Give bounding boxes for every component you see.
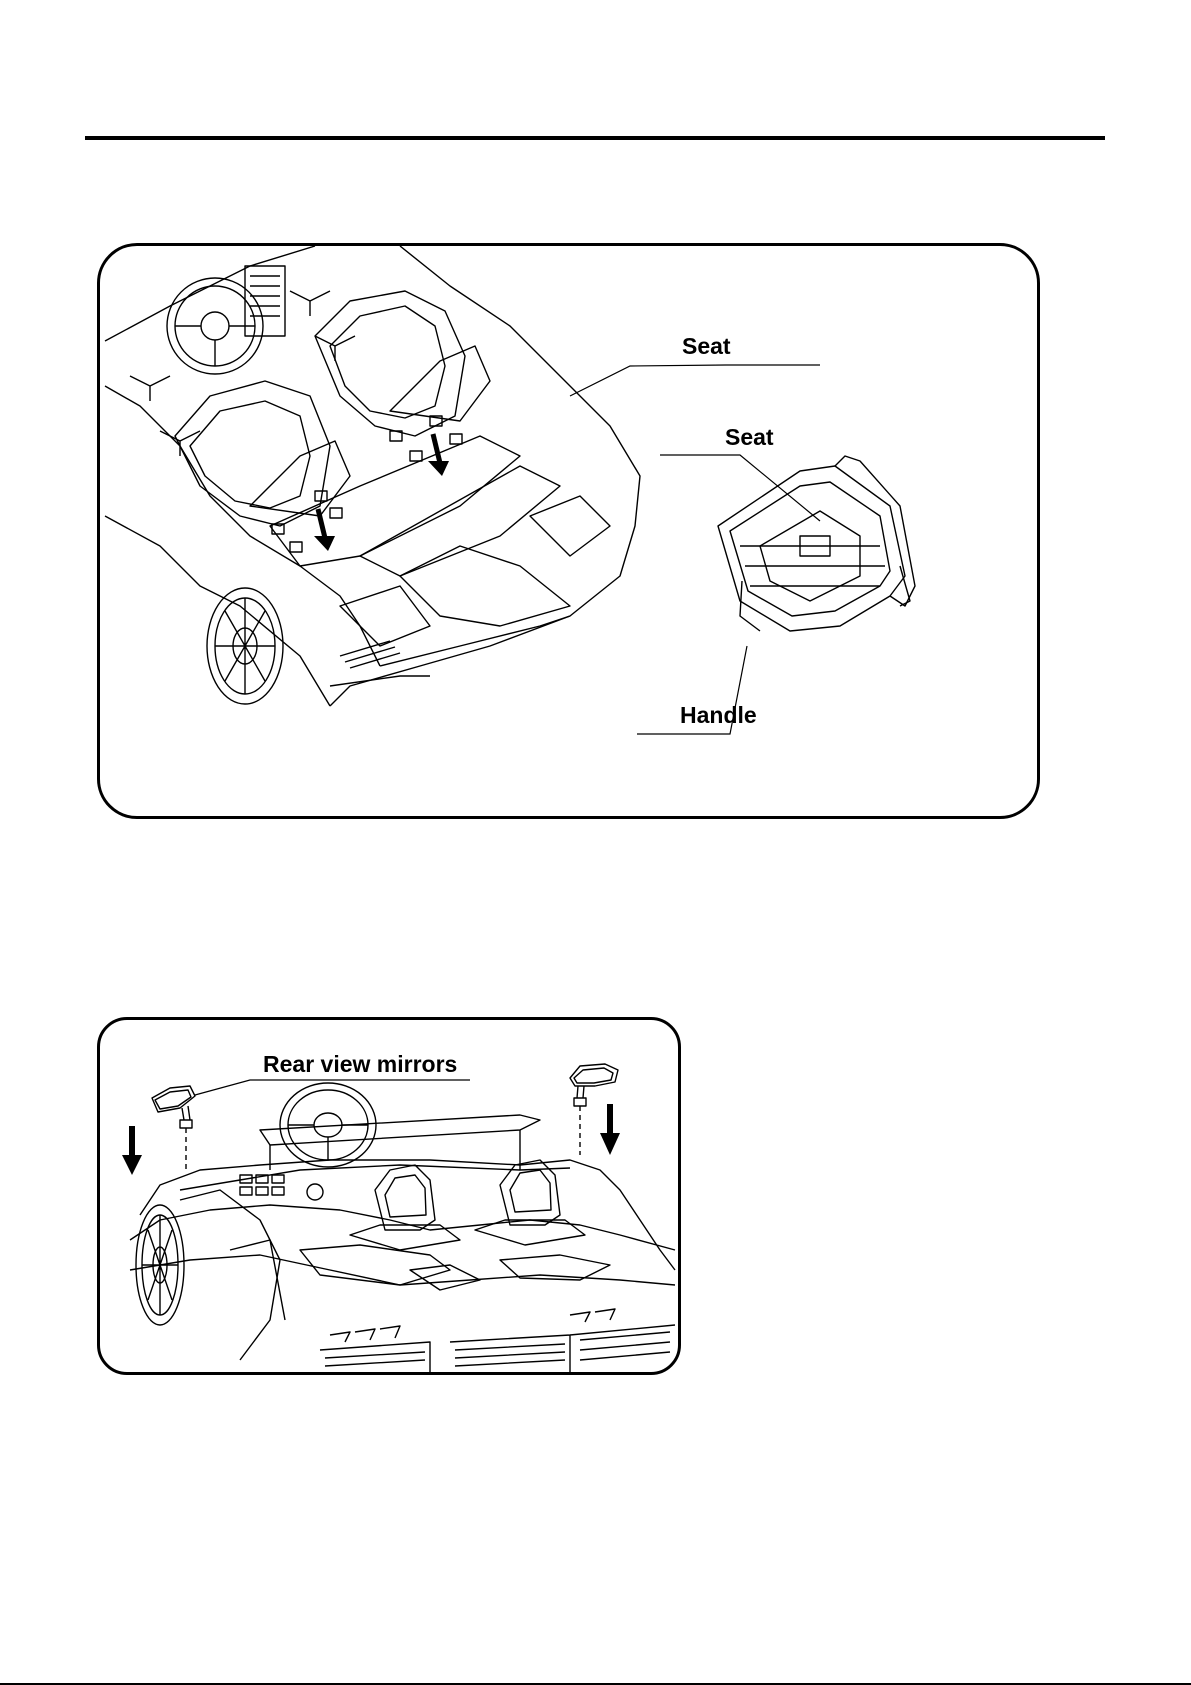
seat-installation-figure: Seat Seat Handle [97,243,1040,819]
steering-wheel-icon [167,278,263,374]
mirror-right-icon [570,1064,618,1106]
left-seat [175,381,350,526]
car-seat-illustration [100,246,1037,816]
seat-label: Seat [682,333,731,360]
header-rule [85,136,1105,140]
right-seat [315,291,490,436]
detached-seat-label: Seat [725,424,774,451]
car-body-outline [105,246,640,706]
arrow-down-icon [600,1104,620,1155]
left-seat [350,1165,460,1250]
arrow-down-icon [122,1126,142,1175]
arrow-down-icon [428,434,449,476]
detached-seat [718,456,915,631]
rear-view-mirrors-label: Rear view mirrors [263,1051,457,1078]
rear-wheel-icon [136,1205,184,1325]
rear-wheel-icon [207,588,283,704]
steering-wheel-icon [280,1083,376,1167]
handle-label: Handle [680,702,757,729]
arrow-down-icon [314,509,335,551]
right-seat [475,1160,585,1245]
mirror-left-icon [152,1086,195,1128]
mirror-installation-figure: Rear view mirrors [97,1017,681,1375]
